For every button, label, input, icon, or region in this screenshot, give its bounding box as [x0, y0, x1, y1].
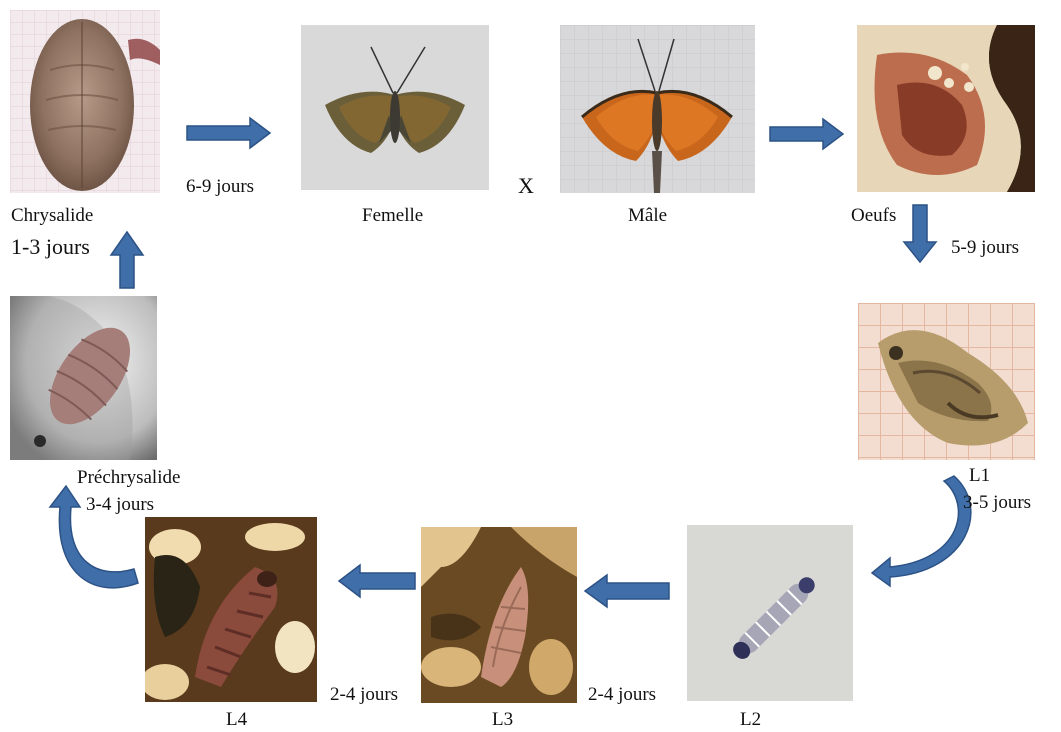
l1-duration: 3-5 jours [963, 493, 1031, 512]
oeufs-duration: 5-9 jours [951, 238, 1019, 257]
l4-label: L4 [226, 710, 247, 729]
l3-l4-duration: 2-4 jours [330, 685, 398, 704]
oeufs-label: Oeufs [851, 206, 896, 225]
chrysalide-label: Chrysalide [11, 206, 93, 225]
prechrysalide-label: Préchrysalide [77, 468, 180, 487]
l2-label: L2 [740, 710, 761, 729]
adult-emergence-duration: 6-9 jours [186, 177, 254, 196]
arrow-right-icon [187, 118, 270, 148]
l3-label: L3 [492, 710, 513, 729]
l2-l3-duration: 2-4 jours [588, 685, 656, 704]
arrow-right-icon [770, 119, 843, 149]
cross-symbol: X [518, 175, 534, 197]
l1-label: L1 [969, 466, 990, 485]
curved-arrow-icon [872, 476, 971, 586]
male-label: Mâle [628, 206, 667, 225]
chrysalide-duration: 1-3 jours [11, 236, 90, 258]
femelle-label: Femelle [362, 206, 423, 225]
arrow-up-icon [111, 232, 143, 288]
arrow-left-icon [585, 575, 669, 607]
arrow-down-icon [904, 205, 936, 262]
arrow-left-icon [339, 565, 415, 597]
prechrysalide-duration: 3-4 jours [86, 495, 154, 514]
